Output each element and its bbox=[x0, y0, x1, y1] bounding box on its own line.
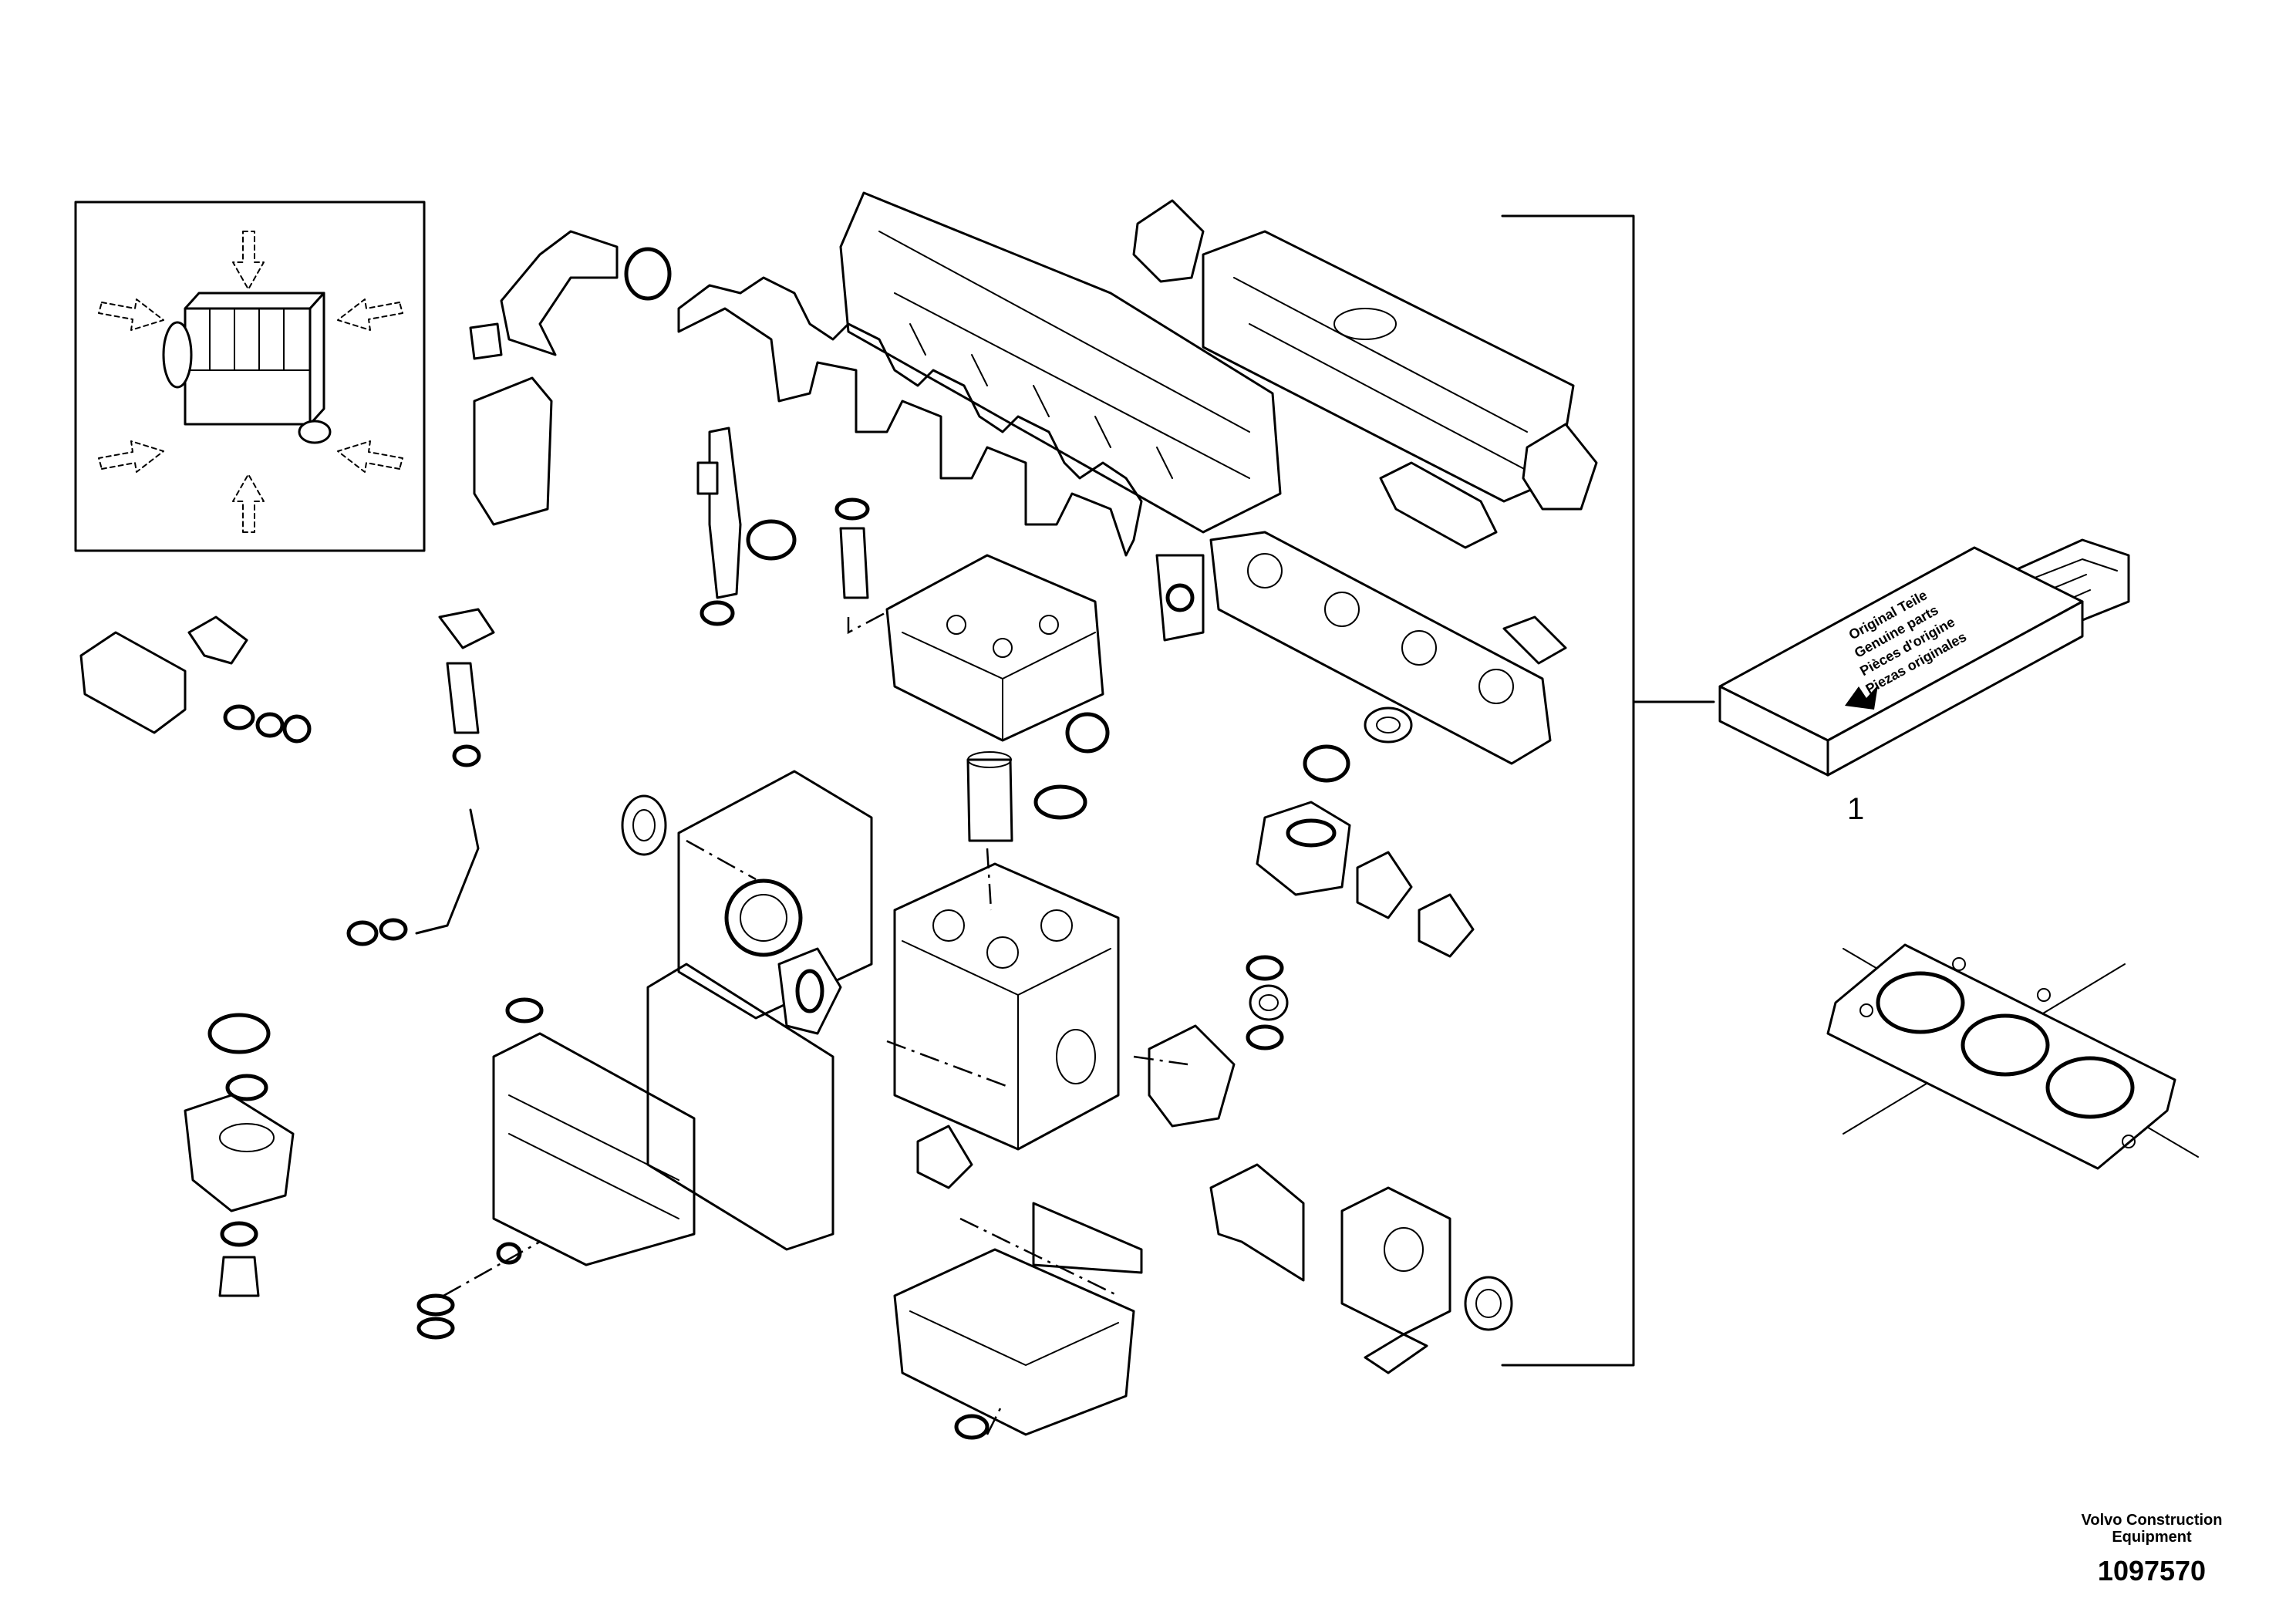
oil-filter-head bbox=[184, 1094, 295, 1212]
boxed-part-icon bbox=[162, 292, 332, 444]
company-line-1: Volvo Construction bbox=[2081, 1512, 2223, 1529]
cylinder-liner-top bbox=[967, 751, 1012, 768]
oil-cooler-cover bbox=[492, 1032, 696, 1266]
cover-seal-ring-top bbox=[505, 997, 544, 1023]
thermostat-gasket-a bbox=[1356, 851, 1413, 919]
drain-leader bbox=[986, 1403, 1004, 1435]
head-seal-ring bbox=[1065, 712, 1110, 754]
dipstick-ring-a bbox=[452, 744, 481, 767]
filter-plug-ring bbox=[220, 1221, 258, 1247]
cylinder-head-gasket bbox=[1826, 943, 2199, 1170]
solenoid-ring-c bbox=[282, 714, 312, 744]
oil-pump bbox=[1340, 1186, 1451, 1336]
kit-bracket bbox=[1501, 214, 1715, 1367]
cover-plate-gasket bbox=[473, 376, 553, 526]
return-pipe-gasket bbox=[469, 322, 503, 360]
return-pipe-seal bbox=[624, 247, 672, 301]
return-pipe bbox=[500, 230, 619, 356]
exhaust-manifold bbox=[1209, 531, 1552, 765]
valve-cover bbox=[839, 191, 1282, 534]
filter-head-seal-ring bbox=[207, 1013, 271, 1054]
exhaust-gasket-b bbox=[1502, 615, 1567, 665]
solenoid-ring-a bbox=[223, 704, 255, 730]
filter-head-ring-small bbox=[225, 1074, 268, 1101]
exhaust-gasket-a-hole bbox=[1165, 583, 1195, 612]
crankshaft-seal-front bbox=[621, 794, 667, 856]
timing-cover-gasket-small bbox=[777, 947, 842, 1035]
company-name: Volvo Construction Equipment bbox=[2036, 1512, 2267, 1546]
crankshaft-seal-rear bbox=[1464, 1276, 1513, 1331]
pressure-solenoid bbox=[79, 615, 248, 734]
timing-cover bbox=[677, 770, 873, 1020]
oil-pan-gasket-small bbox=[916, 1125, 973, 1189]
liner-seal-ring bbox=[1033, 784, 1087, 820]
plug-leader bbox=[443, 1240, 541, 1297]
valve-cover-gasket bbox=[677, 276, 1143, 557]
cylinder-head bbox=[885, 554, 1104, 742]
injector bbox=[696, 427, 742, 599]
injector-washer bbox=[700, 600, 735, 626]
dipstick-ring-c bbox=[379, 918, 408, 941]
exhaust-gasket-a bbox=[1155, 554, 1205, 642]
plug-ring-a bbox=[416, 1293, 455, 1317]
storage-instruction-inset bbox=[74, 201, 426, 552]
water-pump-ring-b bbox=[1246, 1024, 1284, 1050]
manufacturer-logo-icon bbox=[1845, 685, 1878, 710]
dipstick-tube-upper bbox=[446, 662, 480, 734]
thermostat-seal-ring bbox=[1303, 744, 1350, 783]
water-pump-seal bbox=[1249, 984, 1289, 1021]
dipstick-flange-gasket bbox=[438, 608, 495, 649]
sleeve-ring bbox=[834, 497, 870, 521]
solenoid-ring-b bbox=[255, 712, 285, 738]
oil-pan bbox=[893, 1248, 1135, 1436]
water-pump-ring-a bbox=[1246, 955, 1284, 981]
callout-label-1: 1 bbox=[1847, 792, 1864, 826]
gasket-kit-box: Original Teile Genuine parts Pièces d'or… bbox=[1718, 538, 2130, 777]
company-line-2: Equipment bbox=[2112, 1529, 2192, 1546]
manifold-gasket-a bbox=[1132, 199, 1205, 283]
dipstick-tube bbox=[415, 808, 480, 935]
rear-cover-gasket bbox=[1209, 1163, 1305, 1282]
cylinder-liner bbox=[966, 758, 1013, 842]
injector-sleeve bbox=[839, 527, 869, 599]
manifold-gasket-b bbox=[1522, 423, 1598, 511]
side-cover-gasket bbox=[646, 963, 834, 1251]
inward-arrows bbox=[98, 231, 403, 533]
block-leader bbox=[886, 1040, 1011, 1089]
thermostat-housing bbox=[1256, 801, 1351, 896]
timing-cover-gasket-hole bbox=[795, 969, 824, 1013]
injector-seal-ring bbox=[746, 519, 797, 561]
oil-pan-leader bbox=[959, 1217, 1119, 1297]
oil-pump-gasket bbox=[1364, 1333, 1428, 1374]
oil-pan-gasket bbox=[1032, 1202, 1143, 1274]
engine-block bbox=[893, 862, 1120, 1151]
filter-drain-plug bbox=[218, 1256, 260, 1297]
manifold-gasket-c bbox=[1379, 461, 1498, 549]
plug-ring-b bbox=[416, 1317, 455, 1340]
thermostat bbox=[1364, 706, 1413, 744]
water-pump-leader bbox=[1133, 1055, 1188, 1066]
liner-leader bbox=[986, 848, 993, 911]
dipstick-ring-b bbox=[346, 920, 379, 946]
timing-seal-leader bbox=[686, 839, 757, 881]
drawing-number: 1097570 bbox=[2097, 1555, 2207, 1587]
water-pump-gasket bbox=[1148, 1024, 1236, 1128]
thermostat-gasket-b bbox=[1418, 893, 1475, 958]
oil-pan-drain-ring bbox=[954, 1414, 990, 1440]
